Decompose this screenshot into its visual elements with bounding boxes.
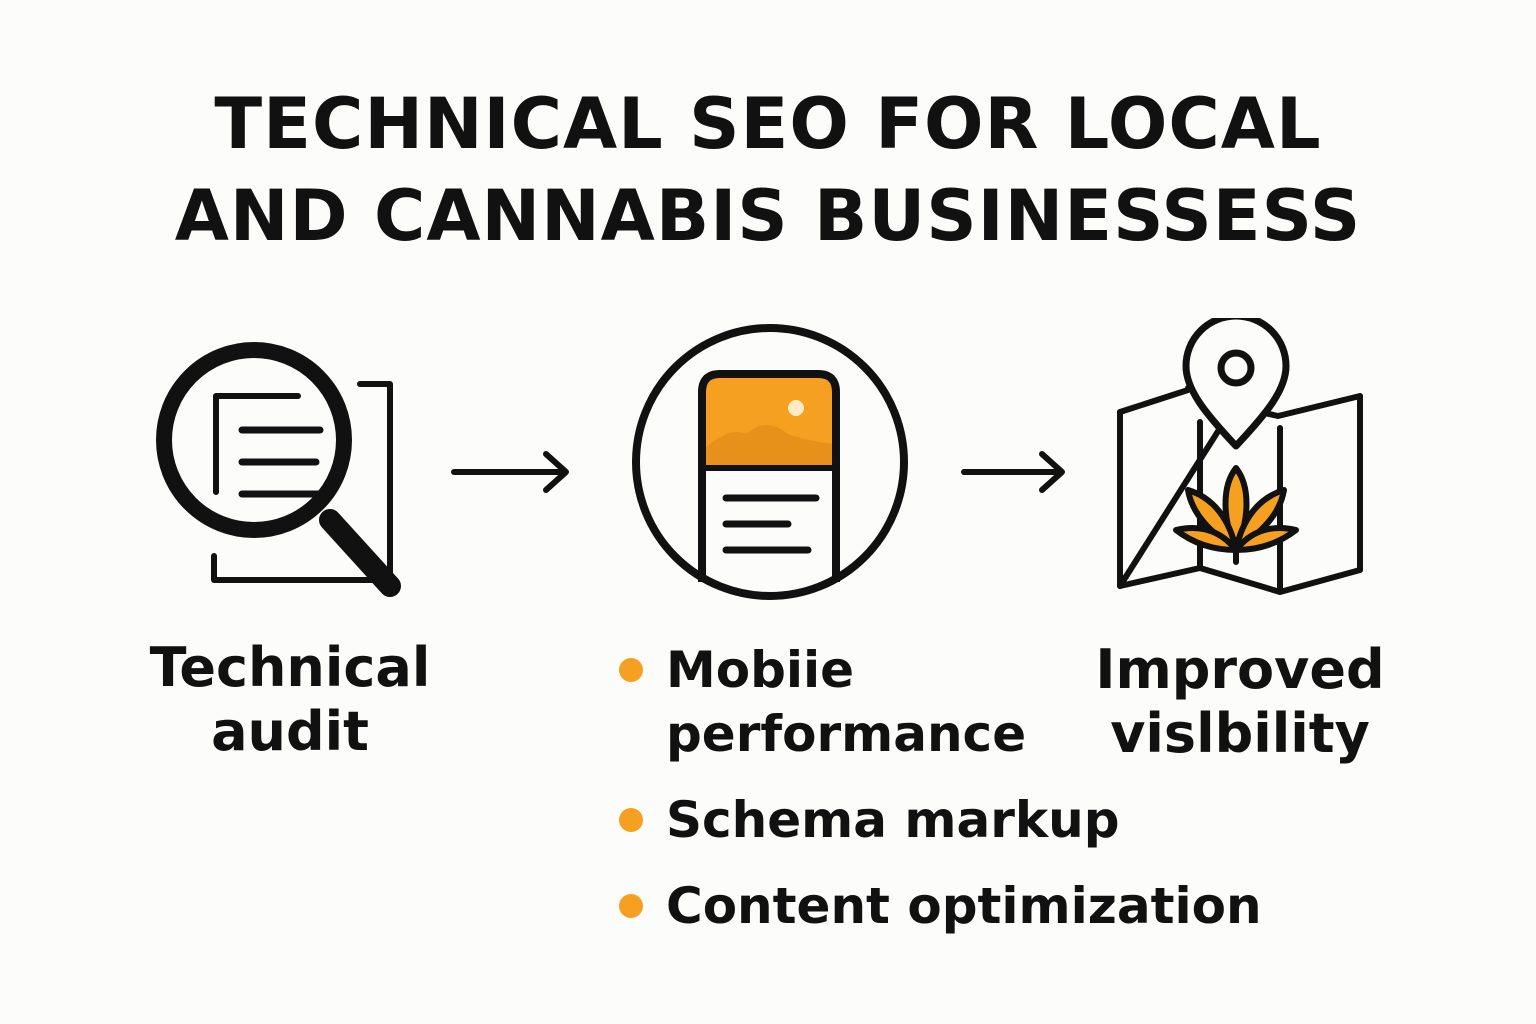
bullet-mobile-performance: Mobiie performance [616, 638, 1262, 766]
bullet-dot-icon [619, 808, 643, 832]
phone-body [698, 370, 840, 582]
bullet-schema-markup: Schema markup [616, 788, 1262, 852]
bullet-content-optimization: Content optimization [616, 874, 1262, 938]
bullet-dot-icon [619, 658, 643, 682]
bullet-dot-icon [619, 894, 643, 918]
magnifier-document-icon [156, 342, 401, 597]
title-line-2: AND CANNABIS BUSINESSESS [174, 175, 1362, 257]
folded-map [1117, 385, 1363, 595]
arrow-right-icon [961, 451, 1065, 493]
cannabis-leaf [1173, 465, 1299, 553]
magnifier-handle [319, 509, 401, 597]
document-in-lens [213, 393, 301, 495]
optimization-bullet-list: Mobiie performance Schema markup Content… [616, 638, 1262, 938]
magnifier-lens [156, 342, 352, 538]
step-label-technical-audit: Technical audit [149, 636, 431, 763]
mobile-phone-icon [632, 324, 908, 600]
map-pin-cannabis-icon [1117, 318, 1363, 595]
location-pin-hole [1217, 349, 1255, 387]
arrow-right-icon [451, 451, 569, 493]
step-label-improved-visibility: Improved vislbility [1095, 638, 1385, 765]
page-title: TECHNICAL SEO FOR LOCAL AND CANNABIS BUS… [0, 78, 1536, 262]
title-line-1: TECHNICAL SEO FOR LOCAL [214, 83, 1322, 165]
